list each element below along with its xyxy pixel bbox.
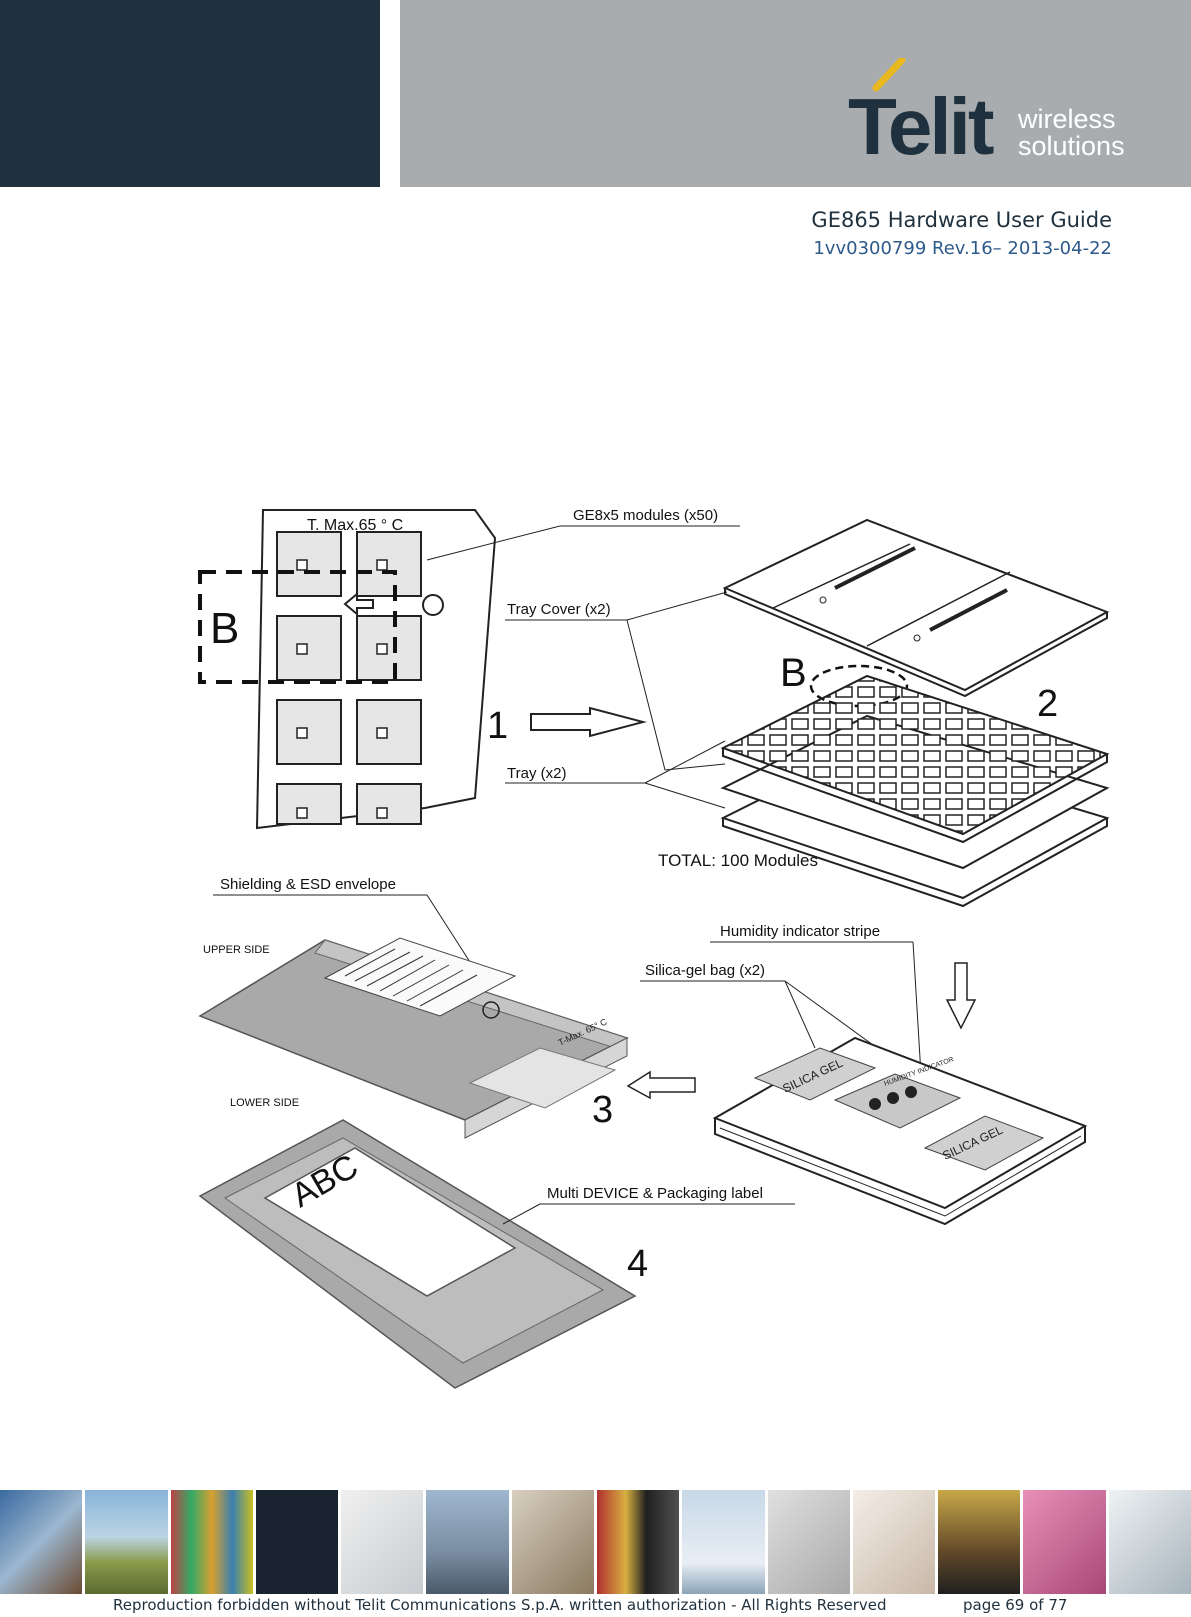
total-caption: TOTAL: 100 Modules — [658, 851, 818, 870]
packaging-diagram: T. Max.65 ° C B GE8x5 modules (x50) Tray… — [198, 508, 1110, 1389]
label-caption: Multi DEVICE & Packaging label — [547, 1185, 763, 1202]
tray-stack-drawing — [720, 674, 1110, 908]
photo-station — [938, 1490, 1021, 1594]
photo-meter — [767, 1490, 850, 1594]
callout-b-left: B — [210, 604, 239, 653]
footer-copyright: Reproduction forbidden without Telit Com… — [113, 1596, 887, 1614]
step-1: 1 — [487, 705, 508, 747]
photo-wind-turbines — [682, 1490, 765, 1594]
photo-security-camera — [1108, 1490, 1191, 1594]
tray-temp-label: T. Max.65 ° C — [307, 517, 403, 534]
photo-vending — [596, 1490, 680, 1594]
logo-brand: Telit — [848, 82, 994, 168]
document-title: GE865 Hardware User Guide — [811, 208, 1112, 232]
footer-photo-strip — [0, 1490, 1191, 1594]
tray-caption: Tray (x2) — [507, 765, 566, 782]
header-gray-panel — [400, 0, 1191, 187]
photo-scooter — [426, 1490, 509, 1594]
photo-sos-phone — [85, 1490, 168, 1594]
module-cells — [276, 531, 422, 825]
envelope-lower-drawing: ABC — [198, 1119, 637, 1389]
photo-documents — [511, 1490, 594, 1594]
lower-side-label: LOWER SIDE — [230, 1097, 299, 1109]
silica-package-drawing: SILICA GEL HUMIDITY INDICATOR SILICA GEL — [712, 1036, 1088, 1226]
upper-side-label: UPPER SIDE — [203, 944, 270, 956]
photo-room — [852, 1490, 936, 1594]
step-4: 4 — [627, 1243, 648, 1285]
document-revision: 1vv0300799 Rev.16– 2013-04-22 — [813, 238, 1112, 259]
telit-logo: Telit wireless solutions — [848, 58, 1125, 168]
logo-tagline-2: solutions — [1018, 131, 1125, 161]
step-3: 3 — [592, 1089, 613, 1131]
callout-b-right: B — [780, 651, 807, 695]
humidity-caption: Humidity indicator stripe — [720, 923, 880, 940]
photo-traffic — [0, 1490, 83, 1594]
photo-containers — [170, 1490, 253, 1594]
header-dark-panel — [0, 0, 380, 187]
logo-accent-stroke — [872, 58, 906, 92]
silica-caption: Silica-gel bag (x2) — [645, 962, 765, 979]
photo-digital-clock — [255, 1490, 339, 1594]
footer-page-number: page 69 of 77 — [963, 1596, 1068, 1614]
tray-cover-caption: Tray Cover (x2) — [507, 601, 611, 618]
photo-keyboard — [341, 1490, 424, 1594]
callout-b-box — [198, 570, 397, 684]
step-2: 2 — [1037, 683, 1058, 725]
photo-printing — [1023, 1490, 1106, 1594]
tray-closeup: T. Max.65 ° C B — [198, 509, 497, 830]
logo-tagline-1: wireless — [1017, 104, 1116, 134]
tray-cover-drawing — [722, 518, 1110, 698]
envelope-upper-drawing: T-Max. 65° C — [198, 937, 629, 1139]
modules-caption: GE8x5 modules (x50) — [573, 508, 718, 524]
shielding-caption: Shielding & ESD envelope — [220, 876, 396, 893]
